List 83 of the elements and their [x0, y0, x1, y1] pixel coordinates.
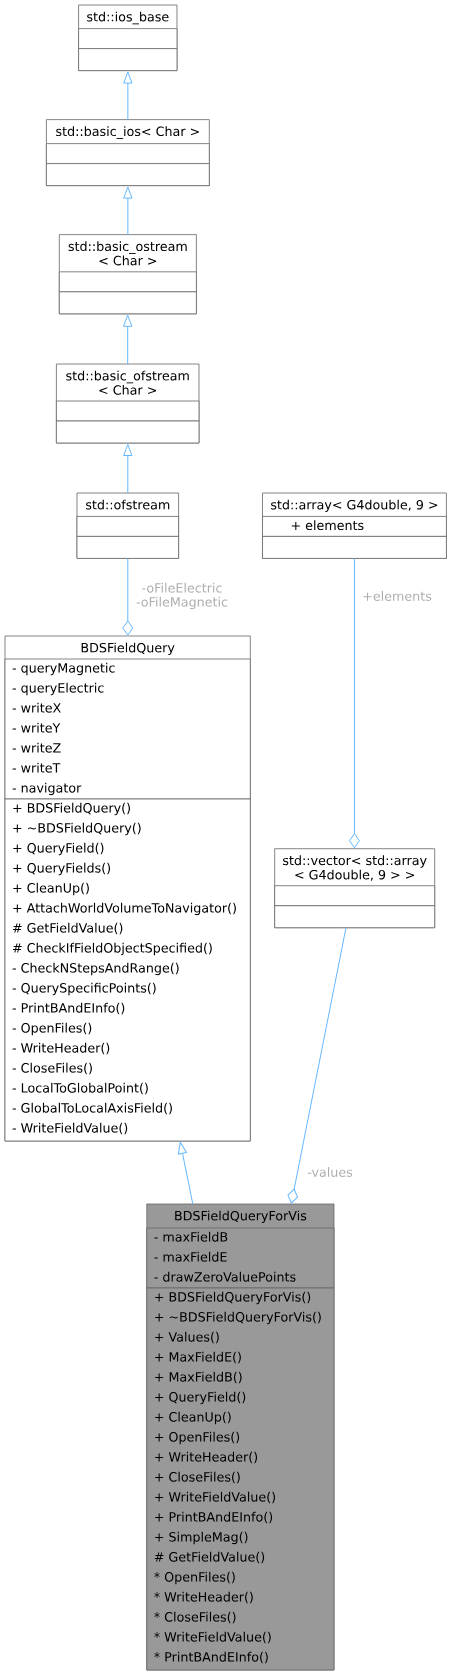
compartment [262, 536, 447, 559]
compartment [58, 271, 197, 293]
inheritance-arrow [123, 443, 133, 494]
compartment [274, 905, 436, 929]
member-text: + elements [291, 520, 364, 531]
member-text: - CheckNStepsAndRange() [12, 962, 179, 976]
compartment [146, 1227, 335, 1289]
member-text: * CloseFiles() [154, 1611, 236, 1624]
member-text: - WriteFieldValue() [12, 1122, 128, 1135]
inheritance-arrow [123, 314, 133, 365]
inheritance-arrow [177, 1141, 194, 1205]
compartment [46, 143, 210, 164]
aggregation-line [122, 557, 134, 636]
member-text: - writeX [12, 702, 61, 713]
edge-label: +elements [363, 591, 432, 601]
member-text: - maxFieldE [154, 1251, 227, 1262]
member-text: + QueryField() [13, 842, 104, 856]
member-text: * WriteFieldValue() [154, 1631, 271, 1644]
member-text: - QuerySpecificPoints() [12, 982, 156, 996]
aggregation-line [287, 927, 347, 1204]
compartment [78, 48, 178, 72]
inheritance-arrow [123, 71, 133, 121]
compartment [262, 516, 447, 537]
member-text: + CleanUp() [13, 882, 89, 896]
compartment [274, 885, 436, 907]
member-text: + CleanUp() [155, 1411, 231, 1425]
class-name: std::basic_ofstream < Char > [66, 370, 189, 395]
member-text: + ~BDSFieldQueryForVis() [155, 1311, 321, 1325]
member-text: - PrintBAndEInfo() [12, 1002, 125, 1015]
member-text: + SimpleMag() [155, 1531, 248, 1545]
inheritance-arrow [123, 186, 133, 236]
member-text: + ~BDSFieldQuery() [13, 822, 141, 836]
class-name: BDSFieldQueryForVis [175, 1210, 307, 1223]
edge-label: -oFileElectric -oFileMagnetic [136, 582, 228, 610]
compartment [56, 420, 200, 444]
member-text: + QueryField() [155, 1391, 246, 1405]
member-text: - navigator [12, 782, 82, 796]
edge-label: -values [307, 1167, 353, 1177]
compartment [58, 291, 197, 315]
class-name: std::array< G4double, 9 > [271, 499, 438, 512]
class-name: std::basic_ostream < Char > [68, 241, 187, 266]
class-name: BDSFieldQuery [81, 642, 175, 655]
member-text: - maxFieldB [154, 1231, 228, 1242]
member-text: - writeT [12, 762, 61, 773]
class-name: std::basic_ios< Char > [56, 126, 199, 139]
member-text: + WriteFieldValue() [155, 1491, 275, 1504]
member-text: - writeZ [12, 742, 61, 753]
member-text: - drawZeroValuePoints [154, 1271, 296, 1282]
member-text: + AttachWorldVolumeToNavigator() [13, 902, 236, 916]
member-text: * WriteHeader() [154, 1591, 253, 1604]
member-text: + BDSFieldQuery() [13, 802, 130, 816]
member-text: + PrintBAndEInfo() [155, 1511, 273, 1524]
class-name: std::ofstream [86, 499, 170, 510]
member-text: - WriteHeader() [12, 1042, 110, 1055]
member-text: + CloseFiles() [155, 1471, 240, 1484]
member-text: # GetFieldValue() [13, 922, 123, 935]
member-text: + OpenFiles() [155, 1431, 240, 1445]
compartment [4, 658, 251, 800]
class-name: std::vector< std::array < G4double, 9 > > [283, 855, 427, 881]
member-text: + MaxFieldB() [155, 1371, 242, 1384]
member-text: - LocalToGlobalPoint() [12, 1082, 148, 1095]
member-text: - writeY [12, 722, 61, 733]
member-text: - queryMagnetic [12, 662, 115, 676]
member-text: + WriteHeader() [155, 1451, 258, 1464]
member-text: # CheckIfFieldObjectSpecified() [13, 942, 212, 956]
class-name: std::ios_base [87, 11, 169, 25]
compartment [76, 516, 179, 537]
compartment [78, 28, 178, 49]
compartment [76, 536, 179, 559]
member-text: - GlobalToLocalAxisField() [12, 1102, 172, 1115]
member-text: * OpenFiles() [154, 1571, 235, 1585]
member-text: + BDSFieldQueryForVis() [155, 1291, 311, 1305]
member-text: * PrintBAndEInfo() [154, 1651, 268, 1664]
compartment [56, 400, 200, 422]
aggregation-line [349, 557, 360, 849]
member-text: # GetFieldValue() [154, 1551, 265, 1564]
member-text: - CloseFiles() [12, 1062, 92, 1075]
member-text: + Values() [155, 1331, 219, 1344]
compartment [46, 163, 210, 186]
member-text: + QueryFields() [13, 862, 111, 876]
member-text: - queryElectric [12, 682, 104, 696]
member-text: + MaxFieldE() [155, 1351, 241, 1364]
member-text: - OpenFiles() [12, 1022, 92, 1036]
